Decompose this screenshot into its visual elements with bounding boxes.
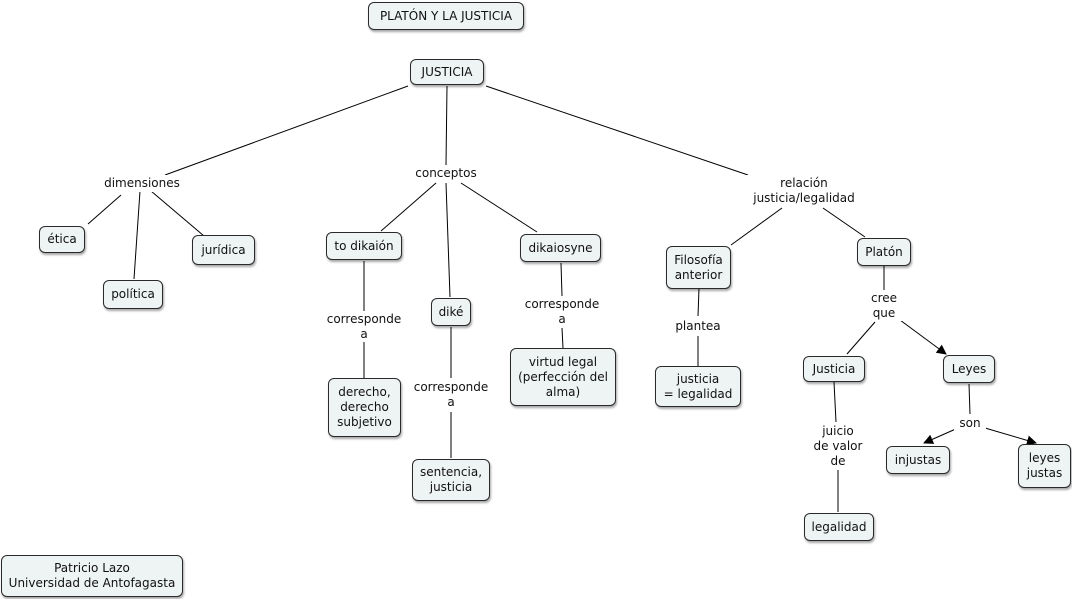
concept-dikaiosyne[interactable]: dikaiosyne	[520, 234, 601, 262]
concept-politica[interactable]: política	[103, 280, 163, 309]
concept-virtud-legal[interactable]: virtud legal (perfección del alma)	[510, 348, 616, 406]
concept-injustas[interactable]: injustas	[886, 446, 950, 474]
link-line	[560, 262, 563, 297]
concept-leyes-justas[interactable]: leyes justas	[1018, 444, 1071, 488]
link-line	[923, 427, 959, 444]
link-line	[730, 207, 783, 246]
link-line	[561, 327, 564, 349]
concept-platon[interactable]: Platón	[857, 238, 911, 266]
concept-dike[interactable]: diké	[431, 298, 471, 326]
author-credit: Patricio Lazo Universidad de Antofagasta	[1, 555, 183, 597]
concept-justicia[interactable]: JUSTICIA	[410, 59, 484, 85]
concept-to-dikaion[interactable]: to dikaión	[326, 232, 402, 260]
link-line	[460, 182, 538, 233]
concept-derecho[interactable]: derecho, derecho subjetivo	[328, 378, 401, 437]
link-conceptos: conceptos	[410, 165, 482, 182]
link-line	[846, 321, 876, 355]
link-line	[380, 182, 437, 232]
link-corresponde-a-3: corresponde a	[520, 297, 604, 327]
link-son: son	[954, 415, 986, 432]
link-cree-que: cree que	[862, 291, 906, 321]
link-relacion: relación justicia/legalidad	[746, 175, 862, 207]
diagram-title: PLATÓN Y LA JUSTICIA	[368, 2, 524, 30]
concept-juridica[interactable]: jurídica	[192, 235, 255, 265]
concept-filosofia-anterior[interactable]: Filosofía anterior	[666, 246, 731, 289]
concept-etica[interactable]: ética	[39, 226, 85, 253]
link-line	[133, 190, 141, 280]
link-line	[984, 427, 1037, 446]
link-line	[822, 207, 866, 238]
concept-legalidad[interactable]: legalidad	[804, 513, 874, 541]
link-line	[899, 319, 947, 355]
link-line	[968, 383, 971, 415]
link-juicio-de-valor-de: juicio de valor de	[806, 423, 870, 469]
link-plantea: plantea	[668, 318, 728, 335]
link-dimensiones: dimensiones	[98, 175, 186, 192]
link-line	[87, 194, 122, 225]
link-line	[150, 190, 205, 237]
link-line	[164, 85, 409, 176]
link-line	[833, 381, 837, 423]
concept-justicia-legalidad[interactable]: justicia = legalidad	[655, 366, 741, 407]
link-line	[445, 85, 448, 166]
concept-leyes[interactable]: Leyes	[943, 355, 995, 383]
link-line	[485, 85, 749, 176]
link-corresponde-a-2: corresponde a	[409, 380, 493, 410]
concept-justicia-platon[interactable]: Justicia	[803, 356, 865, 382]
link-corresponde-a-1: corresponde a	[322, 312, 406, 342]
concept-sentencia[interactable]: sentencia, justicia	[412, 459, 490, 501]
link-line	[697, 287, 700, 317]
link-line	[445, 182, 451, 298]
